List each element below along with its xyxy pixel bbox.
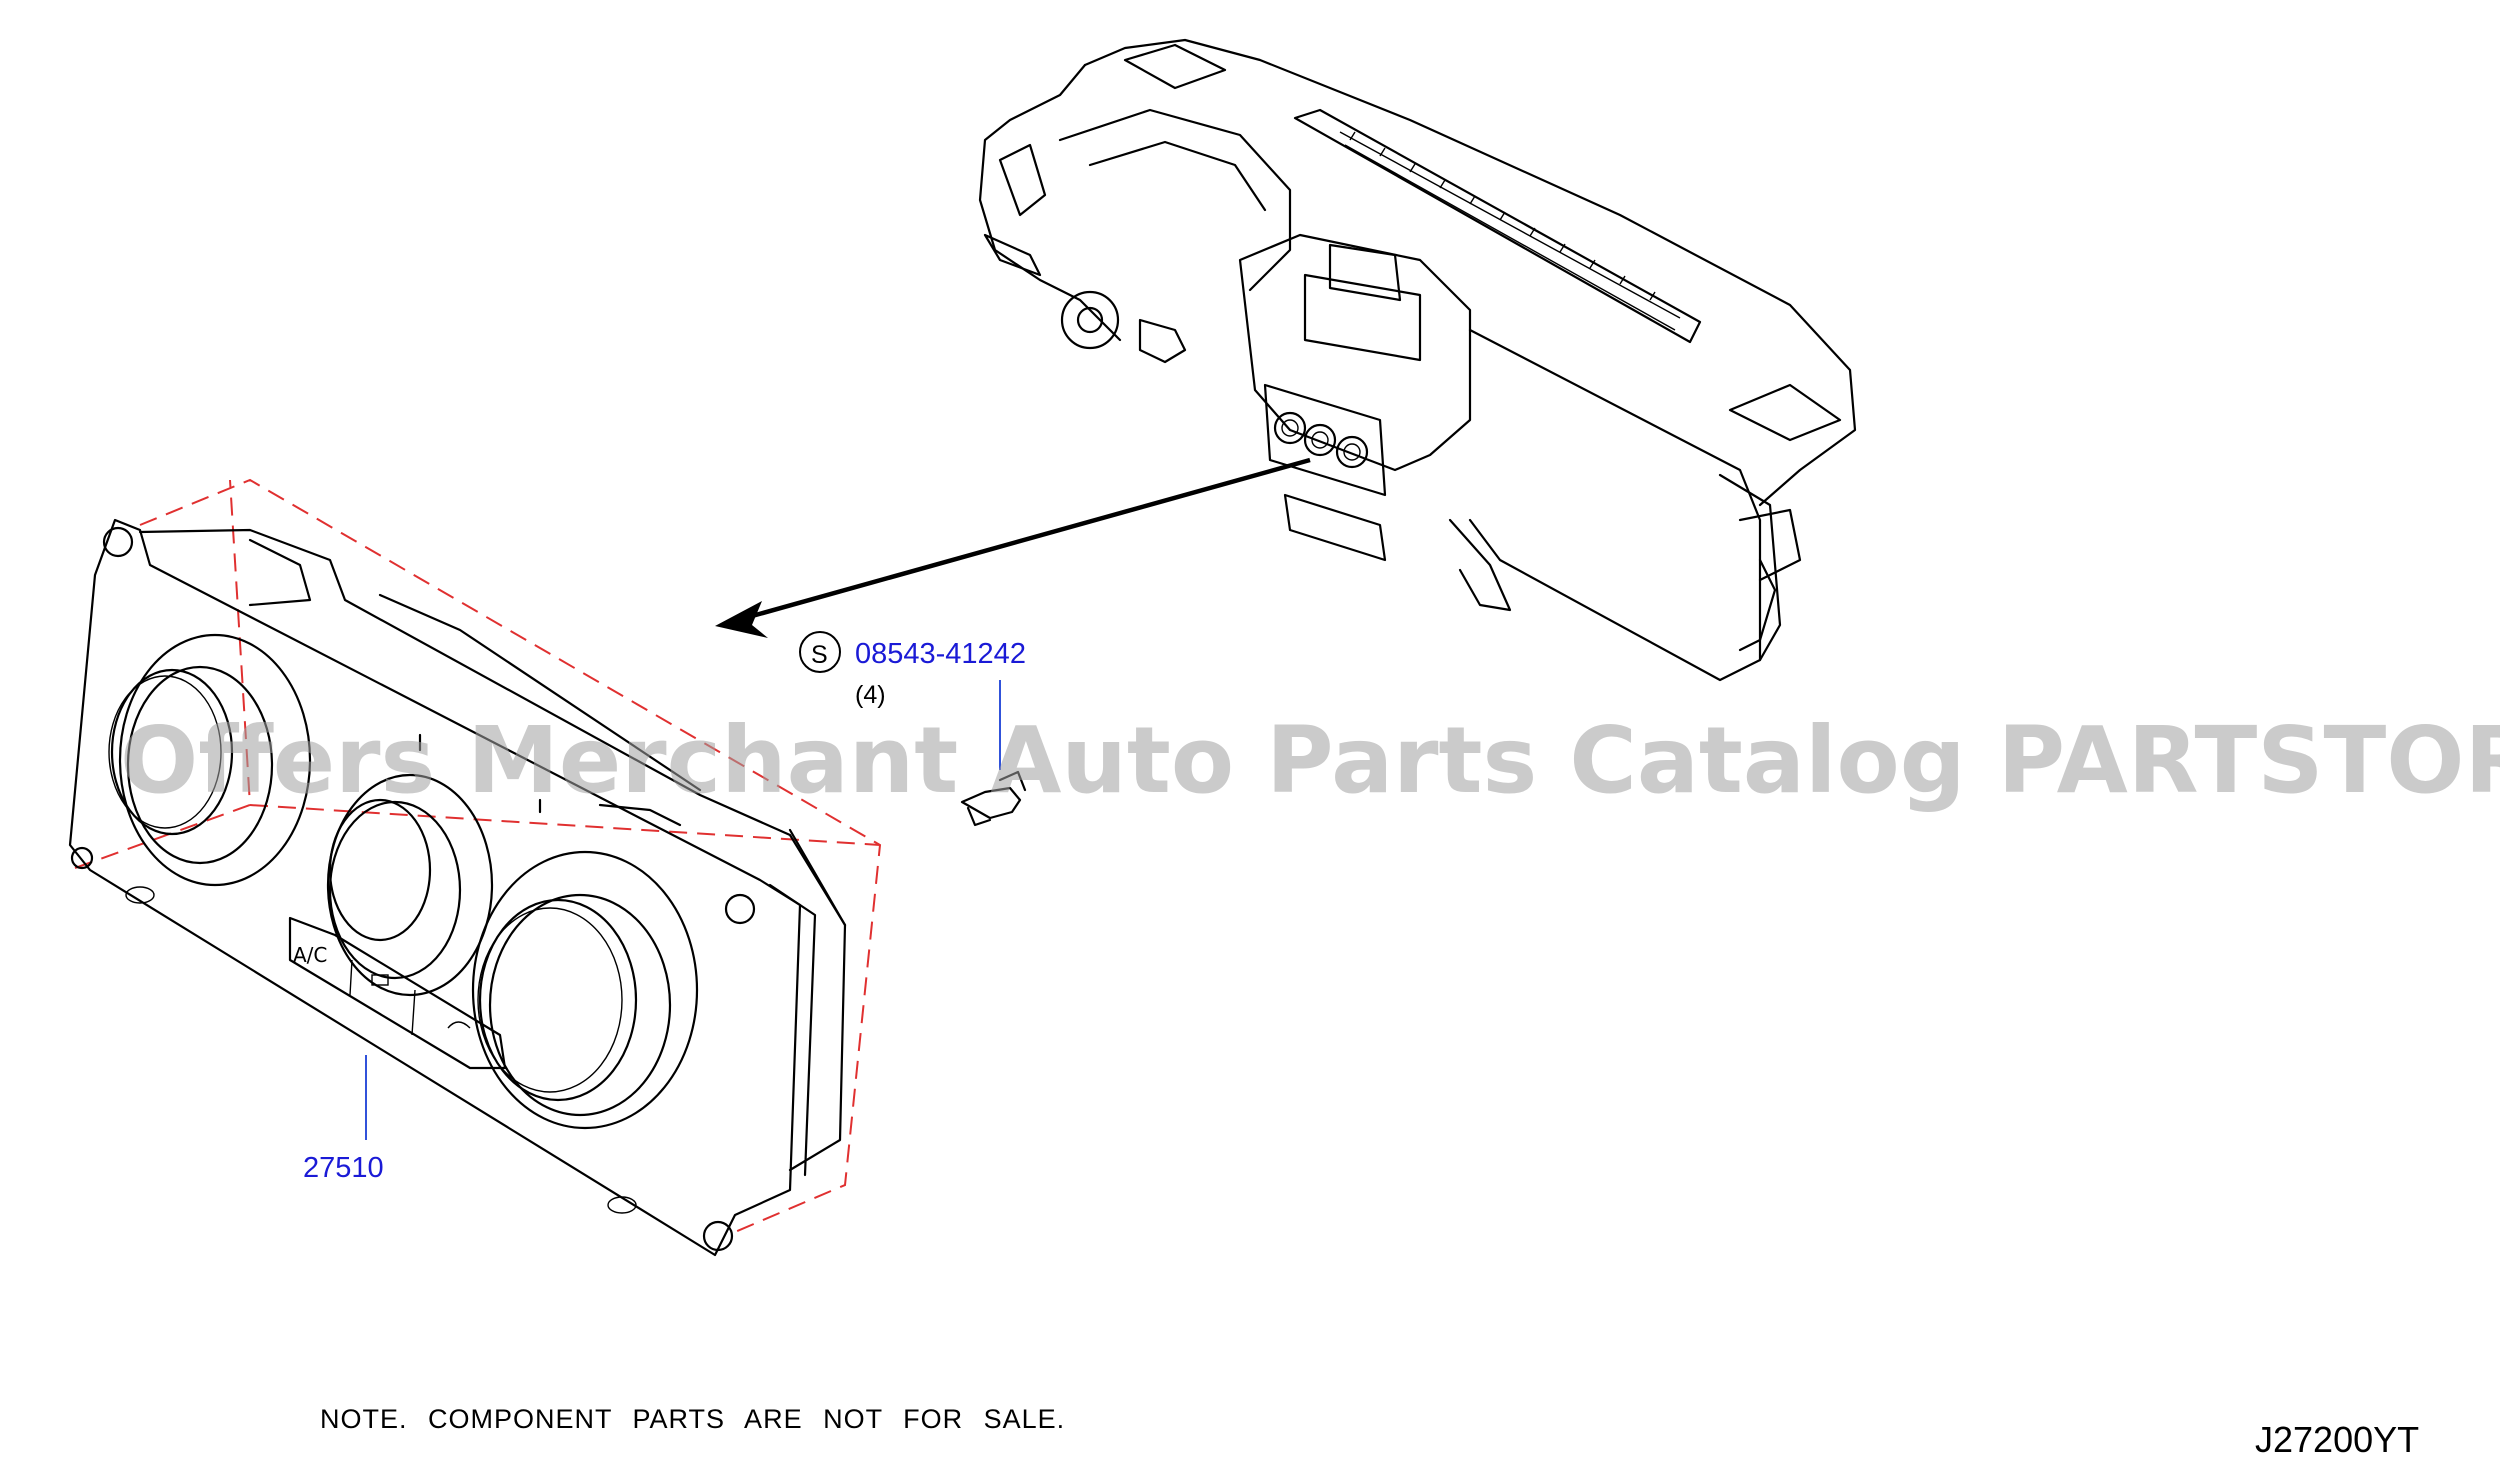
rear-defrost-icon <box>371 974 389 986</box>
clip-quantity: (4) <box>855 681 886 709</box>
service-symbol: S <box>811 641 828 669</box>
location-arrow <box>715 457 1311 638</box>
ac-button-label: A/C <box>293 943 327 967</box>
diagram-code: J27200YT <box>2255 1419 2419 1460</box>
fan-speed-knob <box>326 773 494 997</box>
dashboard-illustration <box>978 38 1857 682</box>
callout-clip: S 08543-41242 (4) <box>799 631 1026 709</box>
temperature-knob <box>108 633 312 887</box>
clip-part-number[interactable]: 08543-41242 <box>855 638 1026 670</box>
control-unit-part-number[interactable]: 27510 <box>303 1152 384 1184</box>
clip-08543-41242 <box>960 680 1027 827</box>
mode-knob <box>471 850 699 1130</box>
hvac-control-unit-27510: A/C <box>68 478 882 1257</box>
defroster-grille <box>1349 131 1656 301</box>
note-text: NOTE. COMPONENT PARTS ARE NOT FOR SALE. <box>320 1404 1065 1434</box>
watermark-text: Offers Merchant Auto Parts Catalog PARTS… <box>120 707 2500 814</box>
recirculation-icon <box>447 1021 471 1029</box>
callout-control-unit: 27510 <box>303 1055 384 1184</box>
